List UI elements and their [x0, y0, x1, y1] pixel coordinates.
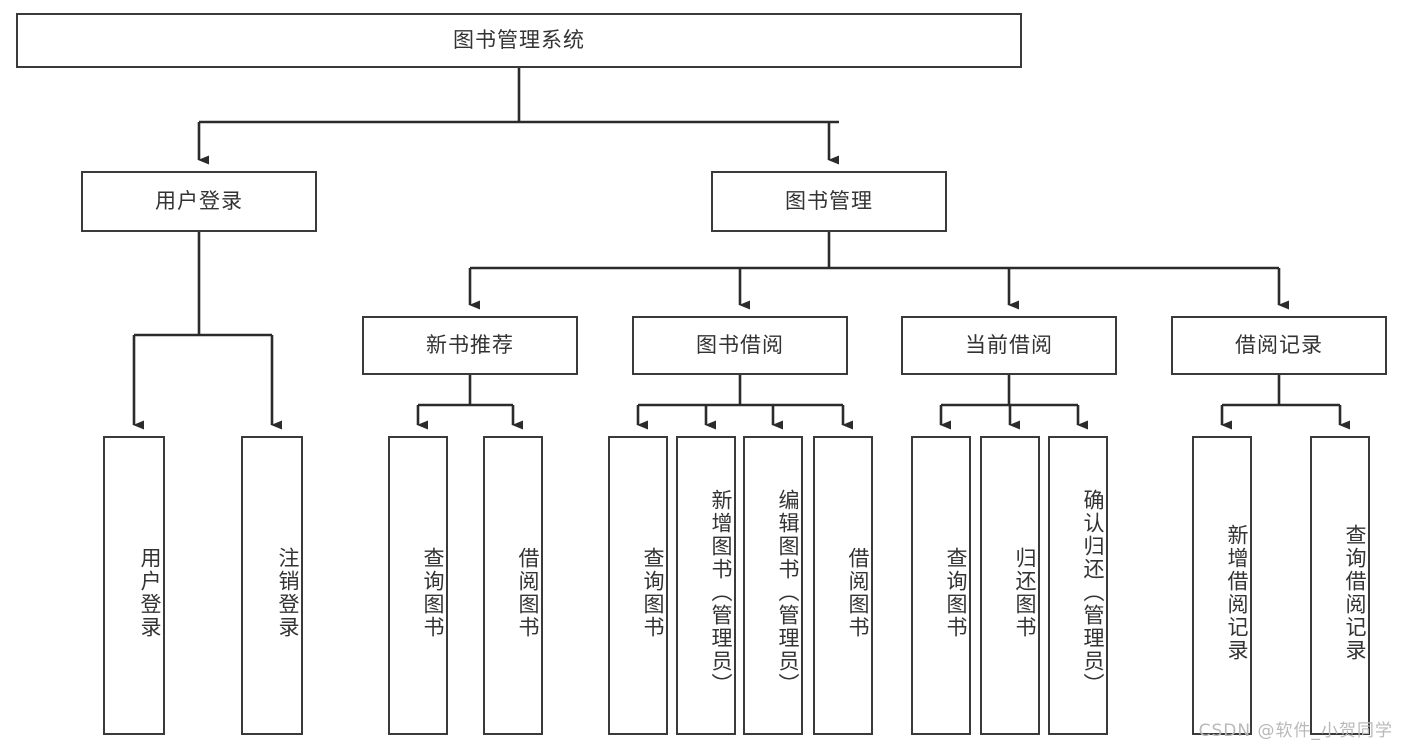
node-leaf-bookborrow-query[interactable]: 查询图书: [608, 436, 668, 735]
node-leaf-newbook-borrow[interactable]: 借阅图书: [483, 436, 543, 735]
node-leaf-borrowrecord-query-label: 查询借阅记录: [1343, 523, 1367, 662]
node-book-management[interactable]: 图书管理: [711, 171, 947, 232]
csdn-watermark: CSDN @软件_小贺同学: [1198, 721, 1393, 741]
node-leaf-borrowrecord-add[interactable]: 新增借阅记录: [1192, 436, 1252, 735]
node-leaf-bookborrow-edit-label: 编辑图书（管理员）: [776, 489, 800, 696]
node-leaf-bookborrow-edit[interactable]: 编辑图书（管理员）: [743, 436, 803, 735]
node-new-book-recommend-label: 新书推荐: [426, 332, 514, 357]
node-leaf-currentborrow-query-label: 查询图书: [944, 546, 968, 639]
node-leaf-borrowrecord-query[interactable]: 查询借阅记录: [1310, 436, 1370, 735]
node-leaf-user-logout-label: 注销登录: [276, 546, 300, 639]
node-leaf-user-login[interactable]: 用户登录: [103, 436, 165, 735]
node-leaf-bookborrow-borrow[interactable]: 借阅图书: [813, 436, 873, 735]
node-leaf-newbook-query-label: 查询图书: [421, 546, 445, 639]
node-borrow-record[interactable]: 借阅记录: [1171, 316, 1387, 375]
node-book-borrow[interactable]: 图书借阅: [632, 316, 848, 375]
node-leaf-currentborrow-confirm-label: 确认归还（管理员）: [1081, 489, 1105, 696]
node-leaf-bookborrow-add-label: 新增图书（管理员）: [709, 489, 733, 696]
node-leaf-user-logout[interactable]: 注销登录: [241, 436, 303, 735]
node-borrow-record-label: 借阅记录: [1235, 332, 1323, 357]
node-leaf-user-login-label: 用户登录: [138, 546, 162, 639]
node-leaf-currentborrow-return[interactable]: 归还图书: [980, 436, 1040, 735]
node-leaf-newbook-query[interactable]: 查询图书: [388, 436, 448, 735]
node-book-borrow-label: 图书借阅: [696, 332, 784, 357]
node-leaf-bookborrow-borrow-label: 借阅图书: [846, 546, 870, 639]
node-root[interactable]: 图书管理系统: [16, 13, 1022, 68]
node-leaf-borrowrecord-add-label: 新增借阅记录: [1225, 523, 1249, 662]
node-user-login-label: 用户登录: [155, 188, 243, 213]
node-root-label: 图书管理系统: [453, 27, 585, 52]
node-book-management-label: 图书管理: [785, 188, 873, 213]
node-user-login[interactable]: 用户登录: [81, 171, 317, 232]
node-leaf-bookborrow-add[interactable]: 新增图书（管理员）: [676, 436, 736, 735]
node-leaf-currentborrow-confirm[interactable]: 确认归还（管理员）: [1048, 436, 1108, 735]
node-leaf-newbook-borrow-label: 借阅图书: [516, 546, 540, 639]
node-new-book-recommend[interactable]: 新书推荐: [362, 316, 578, 375]
node-leaf-currentborrow-return-label: 归还图书: [1013, 546, 1037, 639]
node-current-borrow[interactable]: 当前借阅: [901, 316, 1117, 375]
node-current-borrow-label: 当前借阅: [965, 332, 1053, 357]
node-leaf-bookborrow-query-label: 查询图书: [641, 546, 665, 639]
node-leaf-currentborrow-query[interactable]: 查询图书: [911, 436, 971, 735]
